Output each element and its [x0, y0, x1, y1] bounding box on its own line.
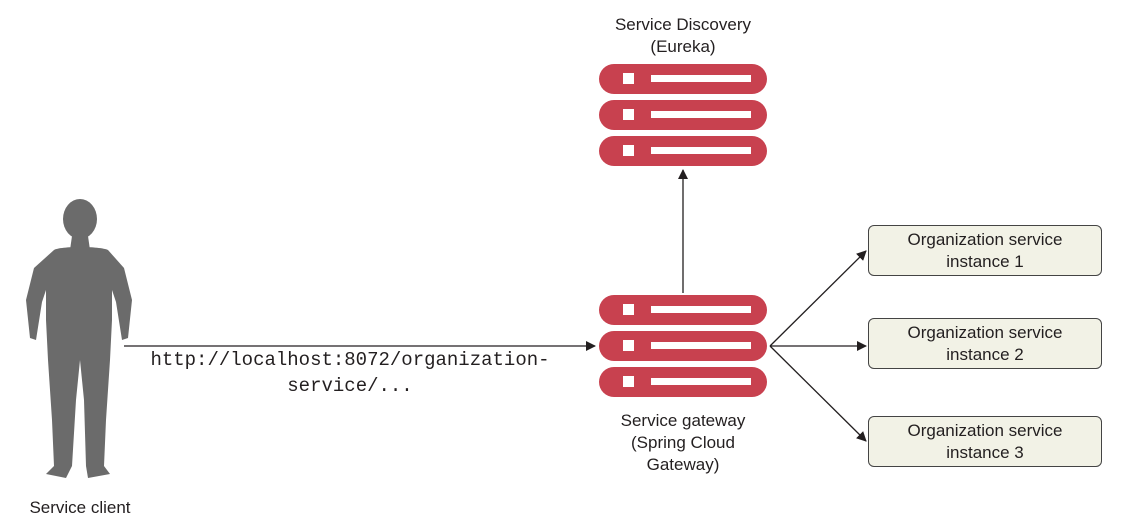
discovery-label-line1: Service Discovery — [614, 15, 752, 34]
client-label: Service client — [0, 497, 160, 519]
instance-3-line2: instance 3 — [946, 442, 1024, 462]
instance-box-2: Organization service instance 2 — [868, 318, 1102, 369]
gateway-label-line2: (Spring Cloud — [631, 433, 735, 452]
discovery-label-line2: (Eureka) — [650, 37, 716, 56]
request-url-line1: http://localhost:8072/organization- — [150, 349, 550, 371]
instance-1-line2: instance 1 — [946, 251, 1024, 271]
gateway-label-line1: Service gateway — [620, 411, 746, 430]
service-gateway-server-icon — [599, 295, 767, 397]
service-discovery-server-icon — [599, 64, 767, 166]
discovery-label: Service Discovery (Eureka) — [563, 14, 803, 58]
client-label-text: Service client — [29, 498, 131, 517]
instance-box-1: Organization service instance 1 — [868, 225, 1102, 276]
request-url: http://localhost:8072/organization- serv… — [110, 347, 590, 399]
gateway-to-instance-3-arrow — [769, 345, 867, 442]
service-client-person-icon — [26, 199, 132, 478]
instance-2-line2: instance 2 — [946, 344, 1024, 364]
gateway-to-instance-1-arrow — [769, 250, 867, 347]
gateway-label-line3: Gateway) — [646, 455, 720, 474]
instance-1-line1: Organization service — [907, 229, 1063, 249]
request-url-line2: service/... — [287, 375, 413, 397]
instance-box-3: Organization service instance 3 — [868, 416, 1102, 467]
instance-3-line1: Organization service — [907, 420, 1063, 440]
instance-2-line1: Organization service — [907, 322, 1063, 342]
gateway-label: Service gateway (Spring Cloud Gateway) — [563, 410, 803, 476]
